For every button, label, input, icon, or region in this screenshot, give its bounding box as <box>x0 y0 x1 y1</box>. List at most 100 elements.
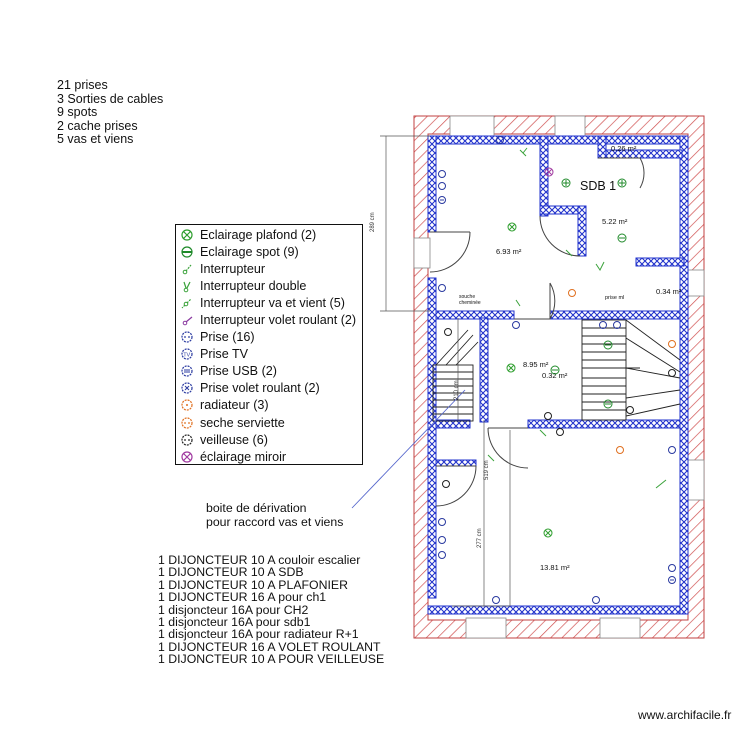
two-way-switch-icon <box>181 298 192 309</box>
summary-line: 5 vas et viens <box>57 132 134 146</box>
switch-icon <box>519 147 528 157</box>
breaker-line: 1 disjoncteur 16A pour radiateur R+1 <box>158 627 359 642</box>
legend-label: Prise volet roulant (2) <box>200 381 320 396</box>
legend-row: seche serviette <box>180 414 362 431</box>
legend-label: Interrupteur volet roulant (2) <box>200 313 357 328</box>
ceiling-light-icon <box>543 528 553 538</box>
radiator-icon <box>181 399 193 412</box>
legend-label: Interrupteur double <box>200 278 307 293</box>
ceiling-light-icon <box>507 222 517 232</box>
spot-light-icon <box>561 178 571 188</box>
spot-light-icon <box>617 178 627 188</box>
legend-label: veilleuse (6) <box>200 432 268 447</box>
summary-line: 3 Sorties de cables <box>57 91 164 106</box>
switch-icon <box>487 454 495 462</box>
legend-row: Prise volet roulant (2) <box>180 380 362 397</box>
staircase-right <box>581 319 681 421</box>
switch-icon <box>182 264 192 275</box>
breaker-line: 1 DIJONCTEUR 10 A PLAFONIER <box>158 577 348 592</box>
night-light-icon <box>544 412 552 420</box>
breaker-line: 1 DIJONCTEUR 10 A POUR VEILLEUSE <box>158 652 385 667</box>
switch-icon <box>565 249 573 257</box>
room-area-034: 0.34 m² <box>656 287 682 296</box>
night-light-icon <box>442 480 450 488</box>
souche-label-2: cheminée <box>459 300 481 306</box>
room-area-032: 0.32 m² <box>542 371 568 380</box>
room-area-693: 6.93 m² <box>496 247 522 256</box>
note-line: boite de dérivation <box>206 501 307 515</box>
spot-light-icon <box>550 365 560 375</box>
switch-icon <box>595 261 605 271</box>
legend-label: éclairage miroir <box>200 449 287 464</box>
room-area-522: 5.22 m² <box>602 217 628 226</box>
mirror-light-icon <box>181 451 193 463</box>
room-area-026: 0.26 m² <box>611 144 637 153</box>
night-light-icon <box>556 428 564 436</box>
breaker-list: 1 DIJONCTEUR 10 A couloir escalier 1 DIJ… <box>158 554 384 666</box>
site-credit[interactable]: www.archifacile.fr <box>638 708 732 722</box>
shutter-socket-icon <box>181 382 193 394</box>
spot-light-icon <box>617 233 627 243</box>
night-light-icon <box>668 369 676 377</box>
socket-icon <box>668 564 676 572</box>
legend-label: Prise (16) <box>200 330 255 345</box>
svg-text:TV: TV <box>183 353 190 359</box>
legend-row: Prise (16) <box>180 329 362 346</box>
windows <box>413 115 705 639</box>
breaker-line: 1 DIJONCTEUR 10 A SDB <box>158 565 304 580</box>
socket-icon <box>512 321 520 329</box>
socket-icon <box>438 536 446 544</box>
room-area-895: 8.95 m² <box>523 360 549 369</box>
breaker-line: 1 disjoncteur 16A pour sdb1 <box>158 615 311 630</box>
note-line: pour raccord vas et viens <box>206 515 344 529</box>
legend-row: Interrupteur va et vient (5) <box>180 294 362 311</box>
usb-socket-icon <box>438 196 446 204</box>
socket-icon <box>592 596 600 604</box>
spot-light-icon <box>603 399 613 409</box>
staircase-left <box>432 329 479 422</box>
dimension-lines <box>380 135 511 607</box>
tv-socket-icon: TV <box>181 348 193 360</box>
legend-row: Prise USB (2) <box>180 363 362 380</box>
symbol-legend: Eclairage plafond (2) Eclairage spot (9)… <box>175 224 363 465</box>
spot-light-icon <box>181 246 193 258</box>
night-light-icon <box>444 328 452 336</box>
towel-dryer-icon <box>668 340 676 348</box>
spot-light-icon <box>603 340 613 350</box>
equipment-summary: 21 prises 3 Sorties de cables 9 spots 2 … <box>57 78 164 147</box>
legend-row: éclairage miroir <box>180 448 362 465</box>
legend-label: seche serviette <box>200 415 285 430</box>
legend-row: Eclairage plafond (2) <box>180 226 362 243</box>
usb-socket-icon <box>668 576 676 584</box>
night-light-icon <box>181 434 193 446</box>
legend-row: radiateur (3) <box>180 397 362 414</box>
breaker-line: 1 DIJONCTEUR 16 A pour ch1 <box>158 590 327 605</box>
switch-icon <box>539 429 547 437</box>
legend-row: Eclairage spot (9) <box>180 243 362 260</box>
summary-line: 9 spots <box>57 105 98 119</box>
summary-line: 2 cache prises <box>57 118 138 133</box>
socket-icon <box>181 331 193 343</box>
switch-icon <box>655 479 667 489</box>
breaker-line: 1 DIJONCTEUR 16 A VOLET ROULANT <box>158 639 381 654</box>
sdb-title: SDB 1 <box>580 179 616 193</box>
junction-box-note: boite de dérivation pour raccord vas et … <box>206 501 343 529</box>
double-switch-icon <box>183 281 191 293</box>
summary-line: 21 prises <box>57 78 108 92</box>
dimension-210: 210 cm <box>454 380 460 400</box>
room-area-1381: 13.81 m² <box>540 563 570 572</box>
socket-icon <box>438 518 446 526</box>
radiator-icon <box>568 289 576 297</box>
socket-icon <box>438 284 446 292</box>
prise-ml-label: prise ml <box>605 295 624 301</box>
dimension-277: 277 cm <box>477 528 483 548</box>
interior-walls <box>427 135 689 615</box>
shutter-switch-icon <box>182 316 193 326</box>
souche-label: souche <box>459 294 475 300</box>
switch-icon <box>515 299 521 307</box>
socket-icon <box>668 446 676 454</box>
mirror-light-icon <box>544 167 554 177</box>
doors <box>429 157 645 507</box>
legend-label: Interrupteur va et vient (5) <box>200 295 345 310</box>
